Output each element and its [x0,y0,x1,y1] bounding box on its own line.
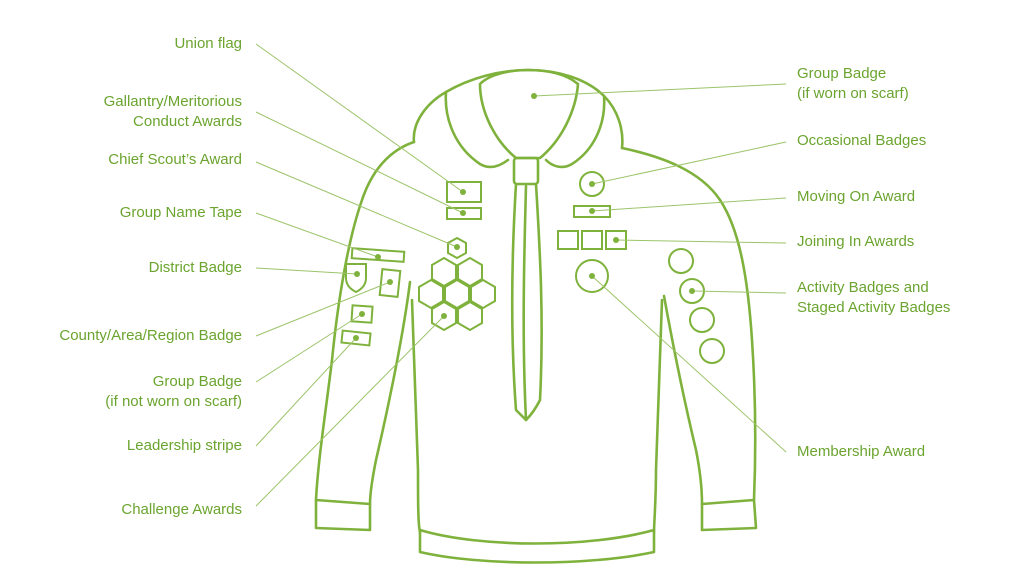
scarf-tail-left [510,182,528,422]
shirt-right-side [620,146,757,502]
label-district-badge: District Badge [148,259,242,276]
label-group-name-tape: Group Name Tape [119,204,242,221]
shirt-left-side [314,140,416,502]
activity-badge-3 [689,307,715,333]
leader-chief-scout [255,161,458,248]
body-right-seam [652,298,664,534]
label-county-badge: County/Area/Region Badge [59,327,242,344]
leader-joining-in [615,239,787,244]
woggle [512,156,540,186]
moving-on-badge [573,205,611,218]
right-cuff [700,498,758,532]
membership-award-circle [575,259,609,293]
leader-moving-on [591,197,787,212]
leader-challenge [255,315,445,507]
label-gallantry: Gallantry/Meritorious Conduct Awards [103,93,242,130]
label-group-badge-sleeve: Group Badge (if not worn on scarf) [105,373,242,410]
joining-in-badge-1 [557,230,579,250]
label-group-badge-scarf: Group Badge (if worn on scarf) [797,65,909,102]
leader-leadership [255,337,357,447]
label-joining-in-awards: Joining In Awards [797,233,915,250]
label-activity-badges: Activity Badges and Staged Activity Badg… [797,279,951,316]
label-membership-award: Membership Award [797,443,926,460]
label-moving-on-award: Moving On Award [797,188,916,205]
group-badge-sleeve [350,304,374,324]
district-badge-shield [345,263,367,294]
union-flag-badge [446,181,482,203]
collar-flap-left [444,90,510,169]
leader-gallantry [255,111,464,214]
scarf-tail-middle [522,184,528,422]
leader-group-badge-sleeve [255,313,363,383]
leader-group-name-tape [255,212,379,258]
challenge-awards-hexagons [418,236,496,332]
collar [412,68,624,150]
label-union-flag: Union flag [174,35,242,52]
gallantry-badge [446,207,482,220]
leader-group-badge-scarf [533,83,787,97]
leader-membership [591,275,787,453]
leadership-stripe-badge [340,329,372,347]
leader-occasional [591,141,787,185]
label-occasional-badges: Occasional Badges [797,132,927,149]
activity-badge-4 [699,338,725,364]
group-name-tape-badge [350,247,406,263]
label-challenge-awards: Challenge Awards [121,501,242,518]
county-badge [378,268,402,298]
joining-in-badge-2 [581,230,603,250]
label-chief-scout: Chief Scout’s Award [108,151,242,168]
right-sleeve-inner [662,294,704,506]
leader-activity [691,290,787,294]
body-left-seam [410,298,422,534]
leader-county [255,281,391,337]
leader-union-flag [255,43,464,193]
collar-flap-right [544,94,606,169]
waistband [418,528,656,564]
activity-badge-1 [668,248,694,274]
left-sleeve-inner [368,280,412,506]
label-leadership-stripe: Leadership stripe [126,437,242,454]
scarf-tail-right [524,182,543,422]
occasional-badge-circle [579,171,605,197]
scarf-collar [478,68,580,160]
leader-district [255,267,358,275]
left-cuff [314,498,372,532]
